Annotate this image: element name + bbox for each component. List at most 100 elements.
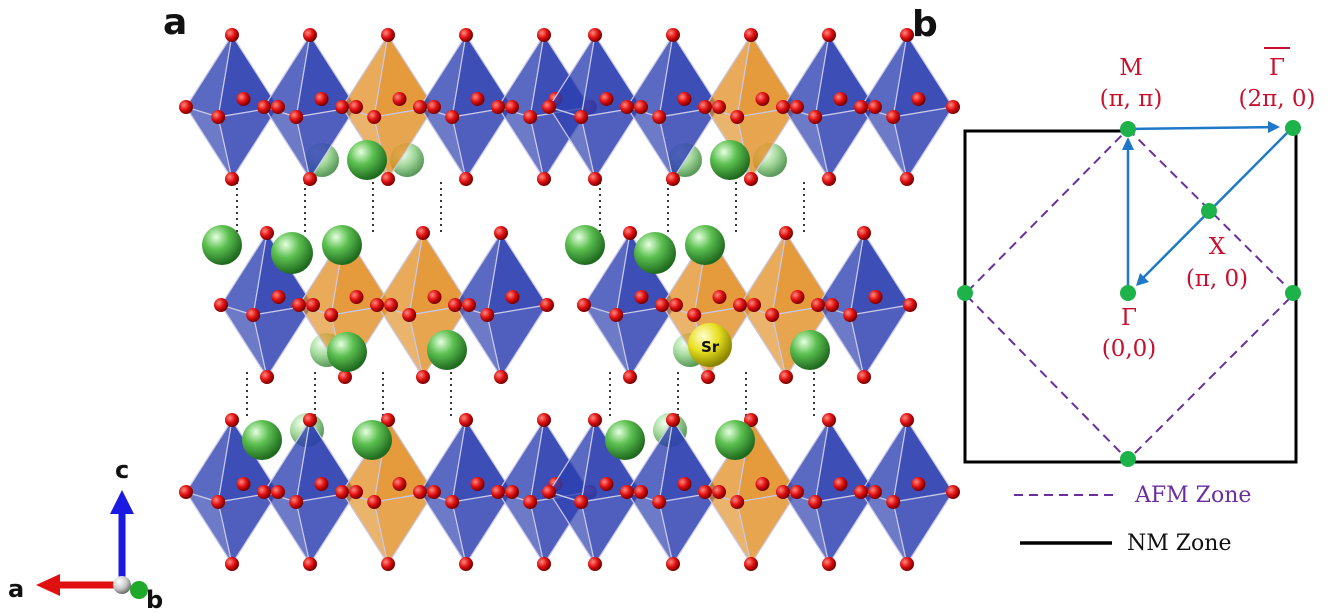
oxygen-atom [744, 413, 758, 427]
oxygen-atom [367, 110, 382, 124]
octahedron-face [814, 106, 877, 181]
oxygen-atom [900, 557, 914, 571]
oxygen-atom [903, 298, 917, 312]
oxygen-atom [911, 92, 926, 106]
oxygen-atom [623, 226, 637, 240]
point-gamma [1120, 285, 1136, 301]
label-gamma-coord: (0,0) [1102, 336, 1157, 362]
oxygen-atom [588, 413, 602, 427]
oxygen-atom [599, 92, 614, 106]
oxygen-atom [574, 495, 589, 509]
oxygen-atom [179, 485, 193, 499]
oxygen-atom [808, 495, 823, 509]
oxygen-atom [289, 110, 304, 124]
oxygen-atom [698, 485, 712, 499]
point-right-edge [1285, 285, 1301, 301]
oxygen-atom [808, 110, 823, 124]
label-gamma-name: Γ [1121, 305, 1137, 331]
oxygen-atom [494, 226, 508, 240]
oxygen-atom [652, 110, 667, 124]
oxygen-atom [225, 557, 239, 571]
oxygen-atom [666, 557, 680, 571]
oxygen-atom [620, 485, 634, 499]
green-atom [427, 330, 467, 370]
oxygen-atom [588, 172, 602, 186]
oxygen-atom [776, 485, 790, 499]
oxygen-atom [381, 28, 395, 42]
octahedron-face [486, 304, 549, 379]
oxygen-atom [825, 298, 839, 312]
oxygen-atom [747, 298, 761, 312]
oxygen-atom [755, 92, 770, 106]
oxygen-atom [669, 298, 683, 312]
oxygen-atom [574, 110, 589, 124]
oxygen-atom [588, 557, 602, 571]
oxygen-atom [790, 290, 805, 304]
oxygen-atom [523, 110, 538, 124]
brillouin-zone-diagram: M (π, π) Γ (2π, 0) X (π, 0) Γ (0,0) AFM … [957, 47, 1316, 556]
oxygen-atom [833, 477, 848, 491]
oxygen-atom [857, 226, 871, 240]
oxygen-atom [459, 413, 473, 427]
panel-label-a: a [163, 2, 187, 43]
oxygen-atom [306, 298, 320, 312]
oxygen-atom [459, 557, 473, 571]
octahedron-face [295, 106, 358, 181]
oxygen-atom [733, 298, 747, 312]
oxygen-atom [459, 172, 473, 186]
oxygen-atom [349, 485, 363, 499]
oxygen-atom [381, 413, 395, 427]
oxygen-atom [427, 485, 441, 499]
b-axis-sphere [130, 581, 148, 599]
oxygen-atom [303, 172, 317, 186]
green-atom [685, 225, 725, 265]
oxygen-atom [744, 557, 758, 571]
oxygen-atom [744, 28, 758, 42]
octahedron-face [892, 491, 955, 566]
oxygen-atom [599, 477, 614, 491]
oxygen-atom [211, 110, 226, 124]
oxygen-atom [335, 485, 349, 499]
oxygen-atom [462, 298, 476, 312]
oxygen-atom [491, 100, 505, 114]
c-axis-arrowhead [110, 490, 134, 514]
oxygen-atom [225, 413, 239, 427]
oxygen-atom [755, 477, 770, 491]
oxygen-atom [314, 477, 329, 491]
oxygen-atom [623, 370, 637, 384]
oxygen-atom [698, 100, 712, 114]
oxygen-atom [886, 110, 901, 124]
oxygen-atom [236, 92, 251, 106]
green-atom [322, 225, 362, 265]
oxygen-atom [776, 100, 790, 114]
oxygen-atom [292, 298, 306, 312]
octahedron-face [736, 491, 799, 566]
oxygen-atom [505, 485, 519, 499]
oxygen-atom [822, 172, 836, 186]
oxygen-atom [370, 298, 384, 312]
oxygen-atom [540, 298, 554, 312]
oxygen-atom [448, 298, 462, 312]
oxygen-atom [911, 477, 926, 491]
oxygen-atom [854, 100, 868, 114]
oxygen-atom [730, 110, 745, 124]
label-x-coord: (π, 0) [1186, 266, 1248, 292]
green-atom [352, 420, 392, 460]
oxygen-atom [537, 557, 551, 571]
oxygen-atom [655, 298, 669, 312]
oxygen-atom [868, 100, 882, 114]
green-atom [271, 232, 313, 274]
octahedron-face [658, 106, 721, 181]
legend-afm-label: AFM Zone [1134, 483, 1251, 508]
oxygen-atom [214, 298, 228, 312]
oxygen-atom [677, 477, 692, 491]
oxygen-atom [335, 100, 349, 114]
oxygen-atom [392, 92, 407, 106]
label-gbar-coord: (2π, 0) [1239, 86, 1316, 112]
oxygen-atom [833, 92, 848, 106]
oxygen-atom [822, 28, 836, 42]
oxygen-atom [314, 92, 329, 106]
point-x [1201, 203, 1217, 219]
oxygen-atom [744, 172, 758, 186]
green-atom [242, 420, 282, 460]
